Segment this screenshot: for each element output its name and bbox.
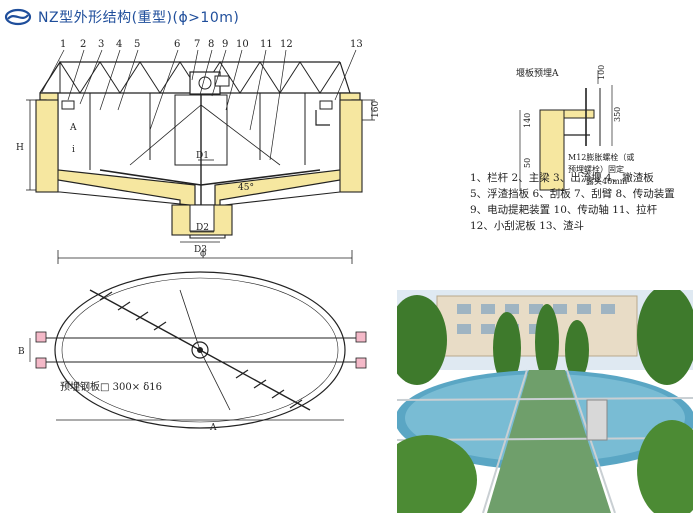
part-number: 1 — [60, 39, 66, 50]
part-number: 11 — [260, 39, 273, 50]
label-a: A — [69, 123, 77, 133]
dim-350: 350 — [613, 107, 622, 122]
label-45: 45° — [238, 183, 254, 193]
dim-50: 50 — [523, 158, 532, 168]
part-number: 3 — [98, 39, 104, 50]
label-d1: D1 — [196, 151, 209, 161]
bolt-note-1: M12膨胀螺栓（或 — [568, 152, 634, 162]
legend-line: 5、浮渣挡板 6、刮板 7、刮臂 8、传动装置 — [470, 188, 675, 200]
plate-note: 预埋钢板□ 300× δ16 — [60, 380, 162, 393]
label-i: i — [72, 145, 75, 155]
label-b: B — [18, 347, 25, 357]
part-number: 2 — [80, 39, 86, 50]
bolt-note-3: 露头40mm — [586, 176, 628, 186]
part-number: 10 — [236, 39, 249, 50]
dim-140: 140 — [523, 113, 532, 128]
part-number: 7 — [194, 39, 200, 50]
embedded-plate — [35, 331, 47, 343]
weir-wall — [539, 109, 565, 191]
part-number: 6 — [174, 39, 180, 50]
title-bar: NZ型外形结构(重型)(ϕ>10m) — [4, 6, 239, 28]
part-number: 13 — [350, 39, 363, 50]
part-number: 5 — [134, 39, 140, 50]
part-number: 9 — [222, 39, 228, 50]
dim-100: 100 — [597, 65, 606, 80]
parts-legend: 1、栏杆 2、主梁 3、出流堰 4、撇渣板 5、浮渣挡板 6、刮板 7、刮臂 8… — [470, 170, 695, 234]
label-phi: ϕ — [200, 249, 206, 259]
part-number: 12 — [280, 39, 293, 50]
plan-view: B A 预埋钢板□ 300× δ16 — [18, 271, 367, 433]
page-title: NZ型外形结构(重型)(ϕ>10m) — [38, 10, 240, 26]
tank-outline — [54, 271, 346, 429]
embedded-plate — [355, 357, 367, 369]
label-d3: D3 — [194, 245, 207, 255]
right-wall — [339, 99, 363, 193]
weir-detail: 堰板预埋A 100 350 140 50 M12膨胀螺栓（或 预埋螺栓）固定 露… — [516, 65, 634, 191]
legend-line: 1、栏杆 2、主梁 3、出流堰 4、撇渣板 — [470, 172, 654, 184]
weir-detail-title: 堰板预埋A — [516, 67, 559, 79]
part-number: 8 — [208, 39, 214, 50]
section-view: 1 2 3 4 5 6 7 8 9 10 11 12 13 A i D1 D2 … — [16, 39, 381, 264]
label-h: H — [16, 143, 24, 153]
part-number: 4 — [116, 39, 122, 50]
label-d2: D2 — [196, 223, 209, 233]
embedded-plate — [35, 357, 47, 369]
left-wall — [35, 99, 59, 193]
swirl-logo-icon — [4, 8, 32, 26]
installation-photo — [397, 290, 693, 513]
label-160: 160 — [371, 101, 381, 118]
label-a-plan: A — [209, 423, 217, 433]
legend-line: 9、电动提耙装置 10、传动轴 11、拉杆 — [470, 204, 658, 216]
legend-line: 12、小刮泥板 13、渣斗 — [470, 220, 585, 232]
embedded-plate — [355, 331, 367, 343]
bolt-note-2: 预埋螺栓）固定 — [568, 164, 624, 174]
